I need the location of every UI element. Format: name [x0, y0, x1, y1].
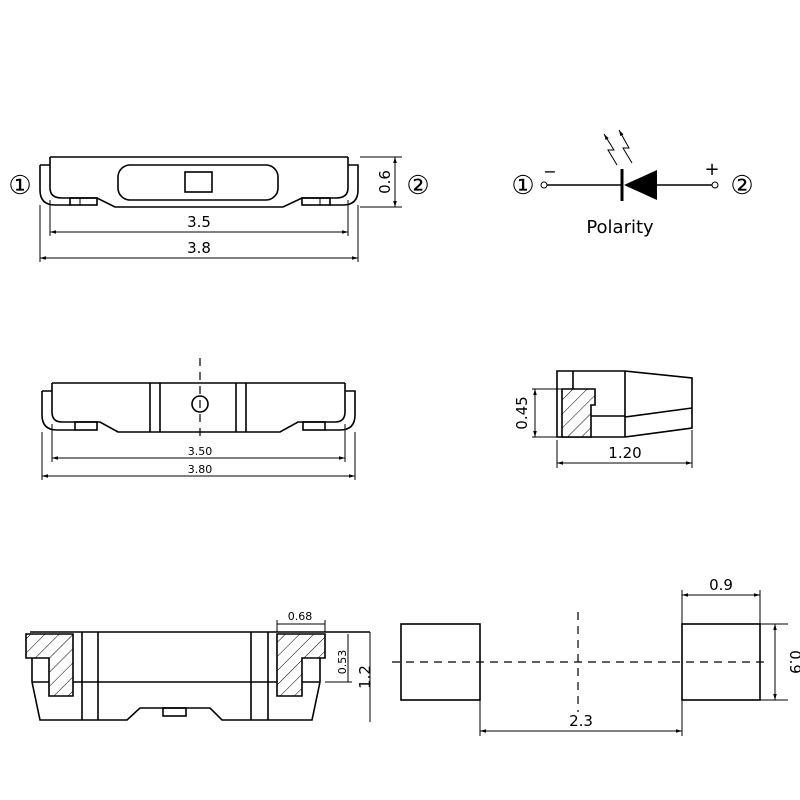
polarity-pin-1: ① — [511, 171, 534, 201]
front-view: 3.50 3.80 — [41, 358, 356, 480]
pin-2-label: ② — [406, 171, 429, 201]
chip — [184, 171, 213, 193]
dim-3-8: 3.8 — [187, 239, 211, 257]
dim-0-45: 0.45 — [513, 396, 531, 429]
plus-sign: + — [704, 159, 719, 180]
top-view: 3.5 3.8 0.6 ① ② — [8, 156, 430, 262]
end-view: 0.45 1.20 — [513, 370, 693, 468]
lens-window — [117, 164, 279, 201]
dim-0-68: 0.68 — [288, 610, 313, 623]
dim-1-2: 1.2 — [356, 665, 374, 689]
polarity-pin-2: ② — [730, 171, 753, 201]
dim-2-3: 2.3 — [569, 712, 593, 730]
dim-3-50: 3.50 — [188, 445, 213, 458]
dim-0-9-height: 0.9 — [786, 650, 800, 674]
polarity-symbol: ① ② − + Polarity — [511, 129, 754, 238]
dim-0-6: 0.6 — [376, 170, 394, 194]
minus-sign: − — [543, 162, 556, 181]
solder-footprint: 2.3 0.9 0.9 — [392, 576, 800, 736]
dim-3-80: 3.80 — [188, 463, 213, 476]
diode-triangle-icon — [624, 170, 657, 200]
dim-0-9-width: 0.9 — [709, 576, 733, 594]
dim-3-5: 3.5 — [187, 213, 211, 231]
dim-0-53: 0.53 — [336, 650, 349, 675]
polarity-label: Polarity — [586, 217, 654, 238]
dim-1-20: 1.20 — [608, 444, 641, 462]
section-view: 0.68 0.53 1.2 — [25, 610, 374, 722]
pin-1-label: ① — [8, 171, 31, 201]
